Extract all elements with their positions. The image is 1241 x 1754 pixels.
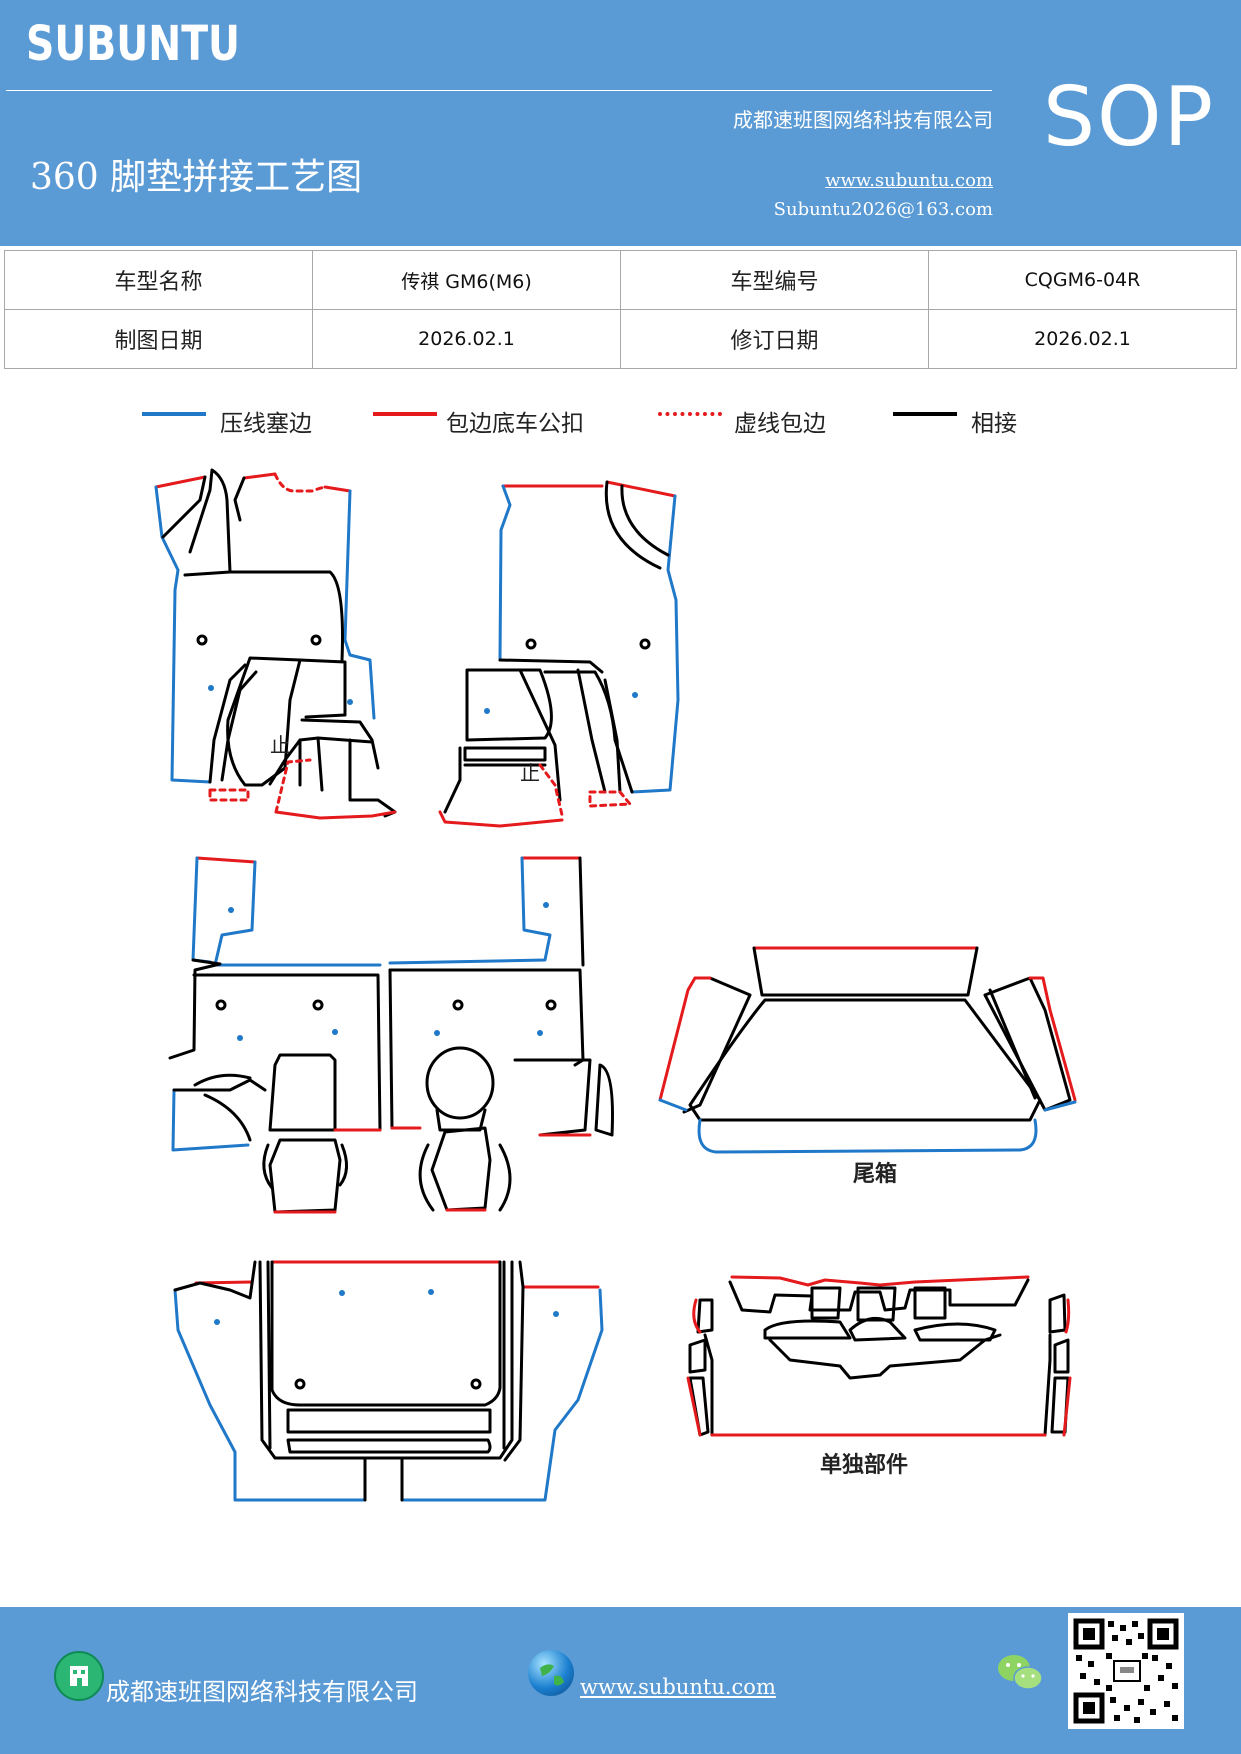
sop-badge: SOP [1043,70,1216,165]
stop-mark: 止 [520,761,540,785]
legend-label: 包边底车公扣 [446,411,584,437]
trunk-mat [658,946,1077,1154]
header-website-link[interactable]: www.subuntu.com [825,170,993,191]
footer-website-link[interactable]: www.subuntu.com [580,1675,776,1699]
brand-logo: SUBUNTU [26,16,241,72]
page-title: 360 脚垫拼接工艺图 [30,157,363,198]
floor-mat-diagram: 止 止 [154,468,1077,1502]
legend-label: 相接 [971,411,1017,437]
model-code-value: CQGM6-04R [928,250,1237,310]
legend-swatch-red-dashed [658,412,722,416]
front-right-mat: 止 [438,480,680,828]
header-divider [6,90,992,91]
trunk-label: 尾箱 [853,1162,898,1187]
building-icon [54,1651,104,1701]
draw-date-label: 制图日期 [4,309,313,369]
model-name-label: 车型名称 [4,250,313,310]
front-left-mat: 止 [154,468,397,820]
vehicle-info-table: 车型名称 传祺 GM6(M6) 车型编号 CQGM6-04R 制图日期 2026… [4,250,1237,369]
legend-swatch-blue [142,412,206,416]
legend-label: 压线塞边 [220,411,312,437]
stop-mark: 止 [270,733,290,757]
legend-swatch-red [373,412,437,416]
revision-date-label: 修订日期 [620,309,929,369]
draw-date-value: 2026.02.1 [312,309,621,369]
header-banner: SUBUNTU SOP 成都速班图网络科技有限公司 360 脚垫拼接工艺图 ww… [0,0,1241,246]
footer-company: 成都速班图网络科技有限公司 [106,1678,418,1706]
second-row-left-mat [168,856,382,1214]
wechat-icon[interactable] [996,1652,1044,1694]
separate-parts-label: 单独部件 [820,1453,909,1478]
header-company: 成都速班图网络科技有限公司 [733,108,993,132]
table-row: 制图日期 2026.02.1 修订日期 2026.02.1 [4,309,1237,369]
third-row-mat [173,1260,604,1502]
table-row: 车型名称 传祺 GM6(M6) 车型编号 CQGM6-04R [4,250,1237,310]
separate-parts [686,1275,1072,1437]
revision-date-value: 2026.02.1 [928,309,1237,369]
globe-icon [528,1650,574,1696]
qr-code [1068,1613,1184,1729]
legend-swatch-black [893,412,957,416]
header-email-link[interactable]: Subuntu2026@163.com [773,199,993,220]
legend-label: 虚线包边 [734,411,826,437]
second-row-right-mat [388,856,614,1212]
model-code-label: 车型编号 [620,250,929,310]
model-name-value: 传祺 GM6(M6) [312,250,621,310]
